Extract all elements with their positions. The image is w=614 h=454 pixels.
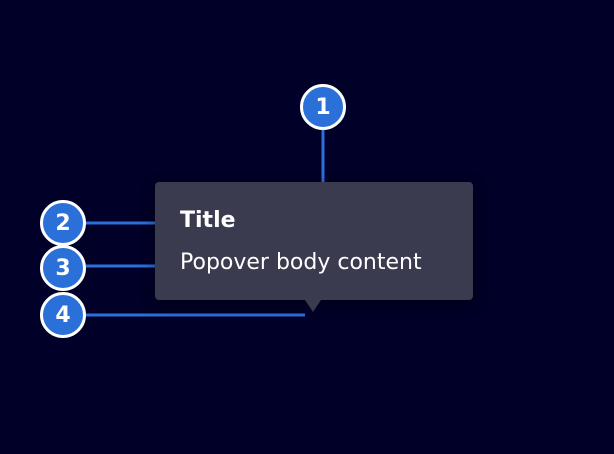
marker-2: 2 bbox=[40, 200, 86, 246]
popover-body: Popover body content bbox=[180, 250, 422, 275]
popover-title: Title bbox=[180, 208, 236, 233]
marker-1: 1 bbox=[300, 84, 346, 130]
marker-3: 3 bbox=[40, 245, 86, 291]
popover-arrow bbox=[305, 300, 321, 312]
marker-4: 4 bbox=[40, 292, 86, 338]
popover-container: Title Popover body content bbox=[155, 182, 473, 312]
